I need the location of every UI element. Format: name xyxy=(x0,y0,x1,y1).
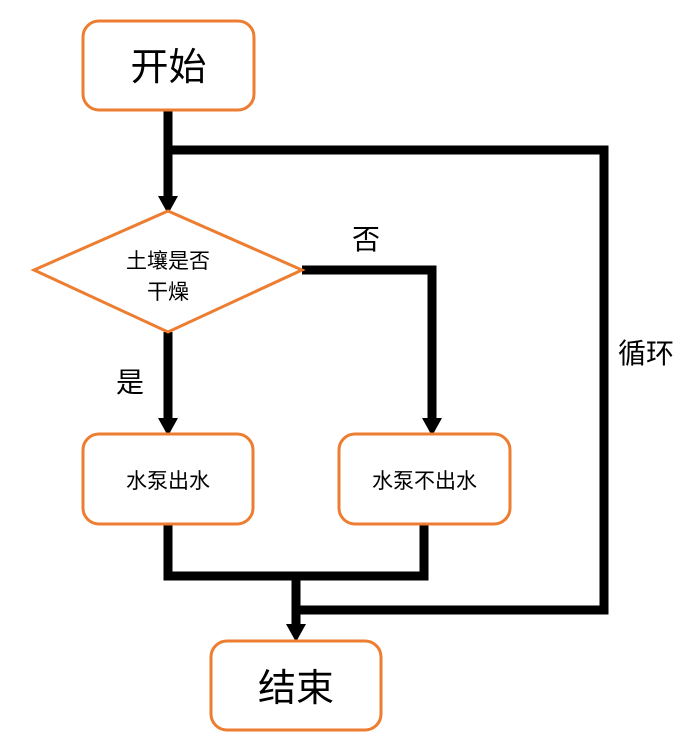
start-node xyxy=(81,19,256,112)
arrowhead-to-decision xyxy=(158,196,178,214)
pump-off-node xyxy=(337,432,512,526)
connector-loop-top xyxy=(168,145,609,615)
start-node-label: 开始 xyxy=(130,45,206,89)
end-node xyxy=(209,639,383,732)
connector-no-branch xyxy=(302,265,437,422)
connector-pump-off-merge xyxy=(296,525,429,581)
decision-node xyxy=(30,209,306,334)
edge-label-yes: 是 xyxy=(116,366,144,399)
arrowhead-to-end xyxy=(286,624,306,642)
decision-node-label-line1: 土壤是否 xyxy=(126,249,210,273)
pump-on-node xyxy=(81,432,255,526)
connector-pump-on-merge xyxy=(163,525,296,581)
edge-label-loop: 循环 xyxy=(618,337,674,370)
edge-label-no: 否 xyxy=(352,223,380,256)
end-node-label: 结束 xyxy=(258,666,334,710)
arrowhead-to-pump-on xyxy=(158,418,178,436)
arrowhead-to-pump-off xyxy=(422,418,442,436)
pump-off-node-label: 水泵不出水 xyxy=(372,469,477,493)
pump-on-node-label: 水泵出水 xyxy=(126,469,210,493)
decision-node-label-line2: 干燥 xyxy=(147,280,189,304)
arrowheads xyxy=(158,196,442,642)
connectors xyxy=(163,110,609,628)
